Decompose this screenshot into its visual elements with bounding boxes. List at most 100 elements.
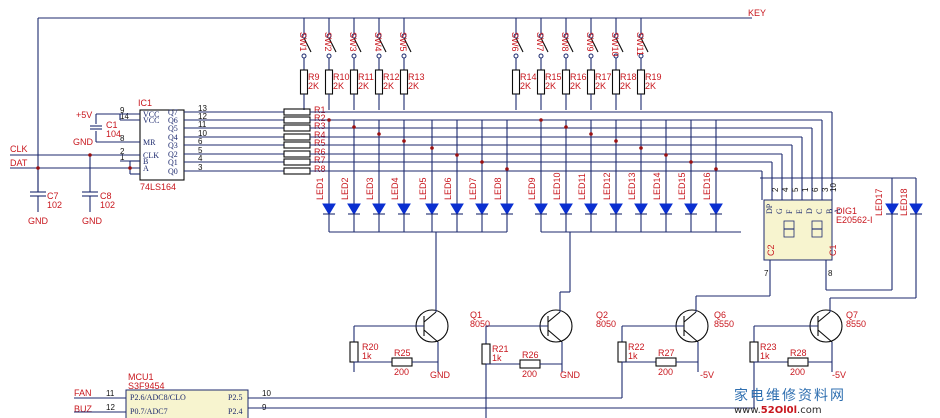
bus-line-r5: R5 — [184, 138, 793, 200]
pullup-val: 2K — [570, 81, 581, 91]
r20-ref: R20 — [362, 342, 379, 352]
mcu-pin-10: 10 — [262, 389, 271, 398]
ic1-pin-name: Q6 — [168, 116, 178, 125]
ic1-pin-num: 2 — [120, 147, 125, 156]
switch-5: SW5 — [398, 30, 412, 70]
pullup-val: 2K — [333, 81, 344, 91]
switch-8: SW8 — [560, 30, 574, 70]
dig1-seg-dp: DP — [765, 203, 774, 214]
pullup-ref: R16 — [570, 72, 587, 82]
q1-part: 8050 — [470, 319, 490, 329]
led-16: LED16 — [702, 120, 723, 232]
r28-ref: R28 — [790, 348, 807, 358]
led-4: LED4 — [390, 120, 411, 232]
q6-ref: Q6 — [714, 310, 726, 320]
led-label: LED7 — [468, 177, 478, 200]
switch-label: SW10 — [610, 32, 620, 57]
led-6: LED6 — [443, 120, 464, 232]
r21-ref: R21 — [492, 344, 509, 354]
series-resistor-ref: R8 — [314, 164, 326, 174]
c7-ref: C7 — [47, 191, 59, 201]
r26-ref: R26 — [522, 350, 539, 360]
series-resistor-ref: R1 — [314, 105, 326, 115]
q6-part: 8550 — [714, 319, 734, 329]
c8-ref: C8 — [100, 191, 112, 201]
pullup-resistor-array: R92KR102KR112KR122KR132KR142KR152KR162KR… — [299, 69, 662, 110]
ic1-pin-num: 6 — [198, 137, 203, 146]
led-2: LED2 — [340, 120, 361, 232]
series-resistor-ref: R7 — [314, 155, 326, 165]
ic1-pin-name: Q3 — [168, 141, 178, 150]
ic1-pin-name: Q1 — [168, 158, 178, 167]
led-label: LED11 — [577, 173, 587, 200]
ic1-pin-name: CLK — [143, 151, 159, 160]
dig1-seg-e: E — [795, 209, 804, 214]
ic1-pin-num: 12 — [198, 112, 207, 121]
led-label: LED9 — [527, 177, 537, 200]
ic1-pin-name: VCC — [143, 110, 159, 119]
c7-val: 102 — [47, 200, 62, 210]
pullup-ref: R9 — [308, 72, 320, 82]
bus-line-r2: R2 — [184, 113, 823, 200]
gnd-label-ic: GND — [73, 137, 94, 147]
dig1-pin: 1 — [801, 187, 810, 192]
watermark: 家电维修资料网 www.52Ol0l.com — [734, 385, 846, 416]
mcu-pin-11-name: P2.6/ADC8/CLO — [130, 393, 186, 402]
mcu-pin-12-name: P0.7/ADC7 — [130, 407, 168, 416]
led-7: LED7 — [468, 120, 489, 232]
mcu-pin-11: 11 — [106, 389, 115, 398]
dig1-pin: 10 — [829, 183, 838, 192]
ic1-pin-num: 4 — [198, 154, 203, 163]
r27-val: 200 — [658, 367, 673, 377]
clk-dat-lines: CLK DAT — [10, 144, 140, 192]
led-label: LED5 — [418, 177, 428, 200]
led-label: LED12 — [602, 172, 612, 200]
led-14: LED14 — [652, 120, 673, 232]
switch-7: SW7 — [535, 30, 549, 70]
ic1-pin-name: Q4 — [168, 133, 178, 142]
bus-line-r6: R6 — [184, 147, 783, 200]
switch-label: SW5 — [398, 32, 408, 52]
key-label: KEY — [748, 8, 766, 18]
dig1-seg-c: C — [815, 209, 824, 214]
switch-label: SW2 — [323, 32, 333, 52]
r22-ref: R22 — [628, 342, 645, 352]
switch-1: SW1 — [298, 30, 312, 70]
ic1-pin-num: 5 — [198, 146, 203, 155]
dig1-seg-g: G — [775, 208, 784, 214]
pullup-ref: R15 — [545, 72, 562, 82]
led-label: LED2 — [340, 177, 350, 200]
q7-emitter: -5V — [832, 370, 846, 380]
dig1-pin: 3 — [821, 187, 830, 192]
dig1-pin-c1: 8 — [828, 269, 833, 278]
pullup-val: 2K — [358, 81, 369, 91]
series-resistor-ref: R3 — [314, 121, 326, 131]
mcu1-part: S3F9454 — [128, 381, 165, 391]
mcu1: MCU1 S3F9454 FAN 11 P2.6/ADC8/CLO P2.5 1… — [74, 372, 754, 418]
ic1-pin-name: B — [143, 157, 148, 166]
dig1-seg-d: D — [805, 208, 814, 214]
switch-label: SW4 — [373, 32, 383, 52]
clk-label: CLK — [10, 144, 28, 154]
led-15: LED15 — [677, 120, 698, 232]
switch-3: SW3 — [348, 30, 362, 70]
switch-2: SW2 — [323, 30, 337, 70]
r28-val: 200 — [790, 367, 805, 377]
ic1-pin-name: Q7 — [168, 108, 178, 117]
q1-ref: Q1 — [470, 310, 482, 320]
mcu-pin-p25: P2.5 — [228, 393, 242, 402]
switch-label: SW8 — [560, 32, 570, 52]
led-label: LED3 — [365, 177, 375, 200]
dat-label: DAT — [10, 158, 28, 168]
led-9: LED9 — [527, 118, 548, 232]
r23-val: 1k — [760, 351, 770, 361]
